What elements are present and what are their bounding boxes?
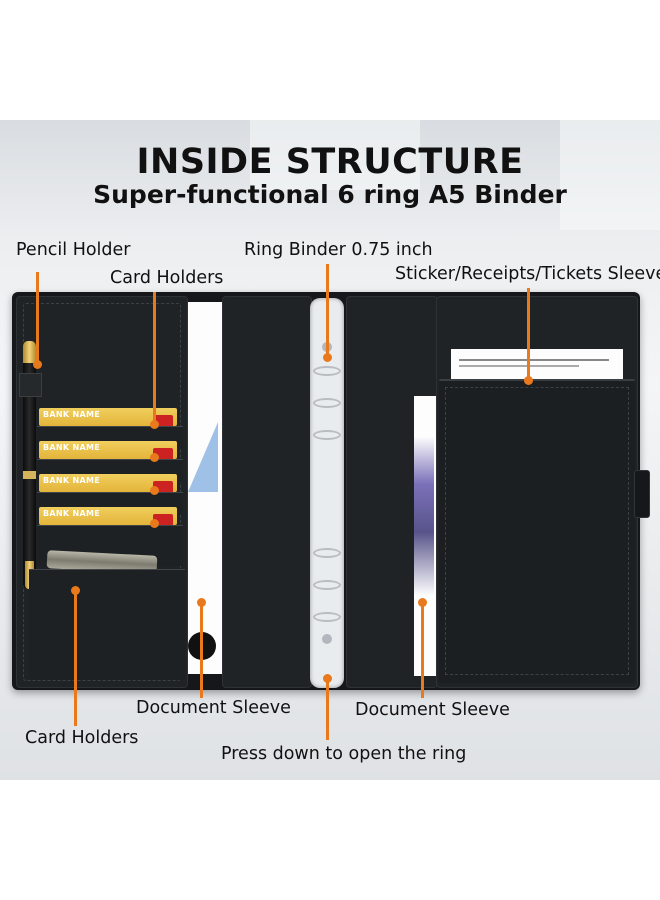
left-panel: BANK NAME BANK NAME BANK NAME BANK NAME — [16, 296, 188, 688]
ring — [313, 430, 341, 440]
callout-line — [421, 602, 424, 698]
ring — [313, 398, 341, 408]
background-window — [560, 120, 660, 230]
right-document — [414, 396, 436, 676]
card-bank-name: BANK NAME — [43, 443, 100, 452]
callout-dot — [150, 519, 159, 528]
callout-dot — [197, 598, 206, 607]
callout-dot — [418, 598, 427, 607]
ring-spine — [310, 298, 344, 688]
label-pencil-holder: Pencil Holder — [16, 240, 131, 260]
card-badge — [153, 514, 173, 525]
right-panel — [436, 296, 638, 688]
ring — [313, 612, 341, 622]
card-badge — [153, 448, 173, 459]
card-bank-name: BANK NAME — [43, 410, 100, 419]
panel-stitching — [445, 387, 629, 675]
callout-dot — [150, 453, 159, 462]
callout-dot — [71, 586, 80, 595]
left-document — [188, 302, 224, 674]
product-scene: INSIDE STRUCTURE Super-functional 6 ring… — [0, 120, 660, 780]
ring — [313, 548, 341, 558]
callout-dot — [323, 353, 332, 362]
callout-dot — [150, 486, 159, 495]
card: BANK NAME — [39, 441, 177, 459]
binder: BANK NAME BANK NAME BANK NAME BANK NAME — [12, 292, 650, 690]
card-bank-name: BANK NAME — [43, 509, 100, 518]
card-badge — [153, 415, 173, 426]
receipt-paper — [451, 349, 623, 379]
callout-dot — [524, 376, 533, 385]
callout-line — [153, 292, 156, 424]
callout-dot — [33, 360, 42, 369]
callout-line — [36, 272, 39, 364]
page-subtitle: Super-functional 6 ring A5 Binder — [93, 180, 567, 209]
card: BANK NAME — [39, 474, 177, 492]
sticker-sleeve — [439, 379, 635, 683]
bottom-pocket — [29, 569, 185, 680]
card: BANK NAME — [39, 408, 177, 426]
label-document-sleeve-right: Document Sleeve — [355, 700, 510, 720]
callout-dot — [323, 674, 332, 683]
pen-loop — [19, 373, 42, 397]
callout-line — [326, 678, 329, 740]
document-sleeve-left-panel — [222, 296, 312, 688]
ring — [313, 366, 341, 376]
card: BANK NAME — [39, 507, 177, 525]
callout-line — [74, 590, 77, 726]
label-card-holders-bottom: Card Holders — [25, 728, 139, 748]
ring — [313, 580, 341, 590]
background-window — [250, 120, 420, 190]
callout-line — [200, 602, 203, 698]
callout-dot — [150, 420, 159, 429]
page-title: INSIDE STRUCTURE — [136, 142, 524, 182]
closure-strap — [634, 470, 650, 518]
label-ring-binder: Ring Binder 0.75 inch — [244, 240, 433, 260]
label-sticker-sleeve: Sticker/Receipts/Tickets Sleeve — [395, 264, 660, 284]
ring-release-button — [322, 634, 332, 644]
label-document-sleeve-left: Document Sleeve — [136, 698, 291, 718]
card-bank-name: BANK NAME — [43, 476, 100, 485]
label-card-holders-top: Card Holders — [110, 268, 224, 288]
callout-line — [527, 288, 530, 380]
card-badge — [153, 481, 173, 492]
label-press-down: Press down to open the ring — [221, 744, 467, 764]
callout-line — [326, 264, 329, 358]
